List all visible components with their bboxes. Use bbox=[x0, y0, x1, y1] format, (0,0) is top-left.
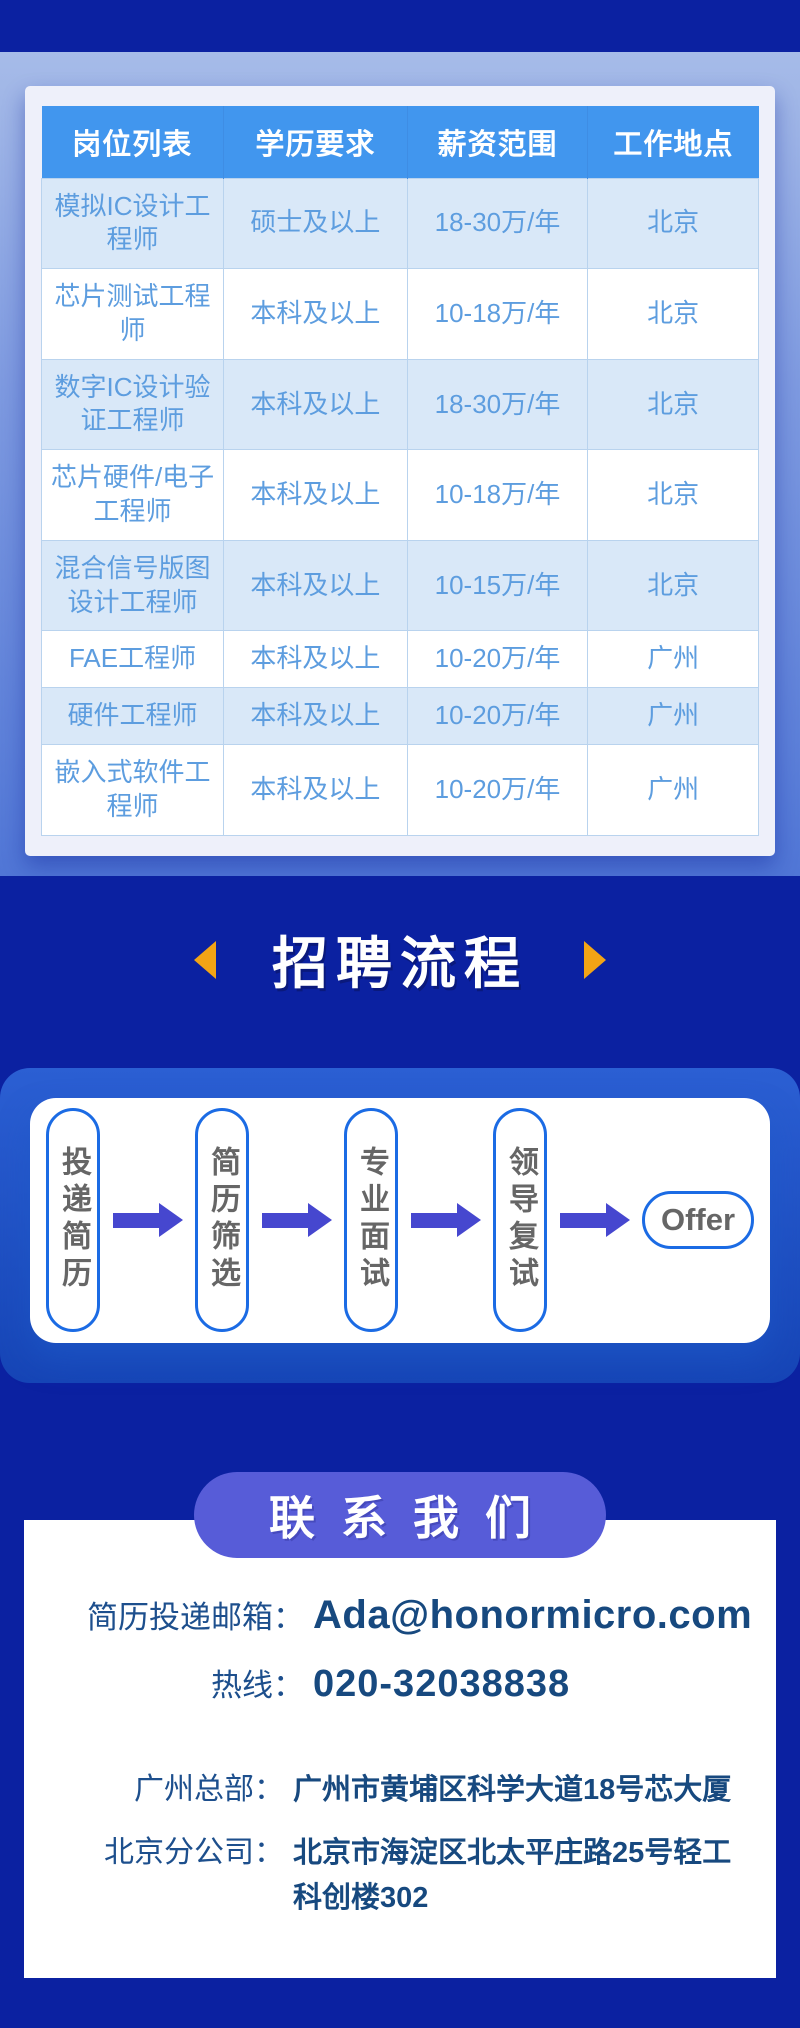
header-position: 岗位列表 bbox=[41, 106, 224, 178]
education-cell: 本科及以上 bbox=[223, 630, 408, 689]
position-cell: 嵌入式软件工程师 bbox=[40, 744, 225, 836]
table-row: 芯片测试工程师 本科及以上 10-18万/年 北京 bbox=[40, 268, 759, 360]
salary-cell: 10-20万/年 bbox=[406, 744, 589, 836]
job-table-section: 岗位列表 学历要求 薪资范围 工作地点 模拟IC设计工程师 硕士及以上 18-3… bbox=[0, 52, 800, 876]
table-row: 模拟IC设计工程师 硕士及以上 18-30万/年 北京 bbox=[40, 177, 759, 270]
contact-panel: 简历投递邮箱： Ada@honormicro.com 热线： 020-32038… bbox=[24, 1519, 776, 1979]
branch-address-value: 北京市海淀区北太平庄路25号轻工科创楼302 bbox=[293, 1836, 732, 1914]
salary-cell: 18-30万/年 bbox=[406, 177, 589, 270]
education-cell: 硕士及以上 bbox=[223, 177, 408, 270]
position-cell: 数字IC设计验证工程师 bbox=[40, 358, 225, 451]
arrow-right-icon bbox=[410, 1212, 457, 1228]
hq-label: 广州总部： bbox=[134, 1772, 284, 1806]
hotline-label: 热线： bbox=[211, 1667, 304, 1703]
branch-address-row: 北京分公司： 北京市海淀区北太平庄路25号轻工科创楼302 bbox=[54, 1827, 746, 1921]
table-row: 芯片硬件/电子工程师 本科及以上 10-18万/年 北京 bbox=[40, 449, 759, 541]
step-professional-interview: 专业面试 bbox=[344, 1108, 398, 1333]
table-row: 硬件工程师 本科及以上 10-20万/年 广州 bbox=[40, 687, 759, 746]
job-table-card: 岗位列表 学历要求 薪资范围 工作地点 模拟IC设计工程师 硕士及以上 18-3… bbox=[25, 86, 775, 856]
process-flow-panel: 投递简历 简历筛选 专业面试 领导复试 Offer bbox=[0, 1067, 800, 1383]
salary-cell: 10-18万/年 bbox=[406, 449, 589, 541]
email-label: 简历投递邮箱： bbox=[87, 1599, 304, 1635]
arrow-right-icon bbox=[261, 1212, 308, 1228]
hotline-row: 热线： 020-32038838 bbox=[54, 1660, 746, 1706]
bottom-navy-band bbox=[0, 1978, 800, 2028]
contact-section-badge: 联系我们 bbox=[194, 1471, 606, 1558]
education-cell: 本科及以上 bbox=[223, 744, 408, 836]
process-flow-card: 投递简历 简历筛选 专业面试 领导复试 Offer bbox=[30, 1097, 770, 1343]
location-cell: 北京 bbox=[587, 177, 759, 270]
left-triangle-icon bbox=[194, 940, 216, 979]
step-label: 领导复试 bbox=[504, 1146, 537, 1295]
recruitment-process-section: 招聘流程 投递简历 简历筛选 专业面试 领导复试 bbox=[0, 875, 800, 1558]
position-cell: 模拟IC设计工程师 bbox=[40, 177, 225, 270]
header-education: 学历要求 bbox=[223, 106, 408, 178]
step-resume-screening: 简历筛选 bbox=[195, 1108, 249, 1333]
education-cell: 本科及以上 bbox=[223, 449, 408, 541]
step-label: 简历筛选 bbox=[206, 1146, 239, 1295]
location-cell: 北京 bbox=[587, 539, 759, 632]
arrow-right-icon bbox=[112, 1212, 159, 1228]
salary-cell: 10-18万/年 bbox=[406, 268, 589, 360]
education-cell: 本科及以上 bbox=[223, 268, 408, 360]
header-location: 工作地点 bbox=[587, 106, 759, 178]
position-cell: FAE工程师 bbox=[40, 630, 225, 689]
location-cell: 北京 bbox=[587, 358, 759, 451]
table-row: FAE工程师 本科及以上 10-20万/年 广州 bbox=[40, 630, 759, 689]
address-block: 广州总部： 广州市黄埔区科学大道18号芯大厦 北京分公司： 北京市海淀区北太平庄… bbox=[54, 1764, 746, 1921]
education-cell: 本科及以上 bbox=[223, 358, 408, 451]
branch-label: 北京分公司： bbox=[104, 1835, 284, 1869]
hq-address-row: 广州总部： 广州市黄埔区科学大道18号芯大厦 bbox=[54, 1764, 746, 1813]
email-row: 简历投递邮箱： Ada@honormicro.com bbox=[54, 1592, 752, 1638]
contact-section-title: 联系我们 bbox=[269, 1491, 557, 1544]
location-cell: 广州 bbox=[587, 687, 759, 746]
header-salary: 薪资范围 bbox=[406, 106, 588, 178]
position-cell: 芯片硬件/电子工程师 bbox=[40, 449, 225, 541]
step-label: 专业面试 bbox=[355, 1146, 388, 1295]
email-value: Ada@honormicro.com bbox=[313, 1592, 753, 1637]
hotline-value: 020-32038838 bbox=[313, 1662, 571, 1705]
position-cell: 混合信号版图设计工程师 bbox=[40, 539, 225, 632]
salary-cell: 10-20万/年 bbox=[406, 630, 589, 689]
location-cell: 北京 bbox=[587, 449, 759, 541]
hq-address-value: 广州市黄埔区科学大道18号芯大厦 bbox=[293, 1773, 732, 1806]
table-row: 数字IC设计验证工程师 本科及以上 18-30万/年 北京 bbox=[40, 358, 759, 451]
position-cell: 硬件工程师 bbox=[40, 687, 225, 746]
location-cell: 北京 bbox=[587, 268, 759, 360]
step-offer: Offer bbox=[642, 1191, 754, 1250]
salary-cell: 10-15万/年 bbox=[406, 539, 589, 632]
table-row: 混合信号版图设计工程师 本科及以上 10-15万/年 北京 bbox=[40, 539, 759, 632]
process-title-row: 招聘流程 bbox=[0, 924, 800, 996]
job-table: 岗位列表 学历要求 薪资范围 工作地点 模拟IC设计工程师 硕士及以上 18-3… bbox=[40, 106, 759, 836]
top-navy-band bbox=[0, 0, 800, 52]
location-cell: 广州 bbox=[587, 630, 759, 689]
step-label: 投递简历 bbox=[57, 1146, 90, 1295]
right-triangle-icon bbox=[584, 940, 606, 979]
position-cell: 芯片测试工程师 bbox=[40, 268, 225, 360]
education-cell: 本科及以上 bbox=[223, 687, 408, 746]
process-section-title: 招聘流程 bbox=[272, 932, 528, 996]
salary-cell: 18-30万/年 bbox=[406, 358, 589, 451]
location-cell: 广州 bbox=[587, 744, 759, 836]
arrow-right-icon bbox=[559, 1212, 606, 1228]
education-cell: 本科及以上 bbox=[223, 539, 408, 632]
step-submit-resume: 投递简历 bbox=[46, 1108, 100, 1333]
table-header-row: 岗位列表 学历要求 薪资范围 工作地点 bbox=[41, 106, 759, 178]
table-row: 嵌入式软件工程师 本科及以上 10-20万/年 广州 bbox=[40, 744, 759, 836]
step-leader-reinterview: 领导复试 bbox=[493, 1108, 547, 1333]
salary-cell: 10-20万/年 bbox=[406, 687, 589, 746]
